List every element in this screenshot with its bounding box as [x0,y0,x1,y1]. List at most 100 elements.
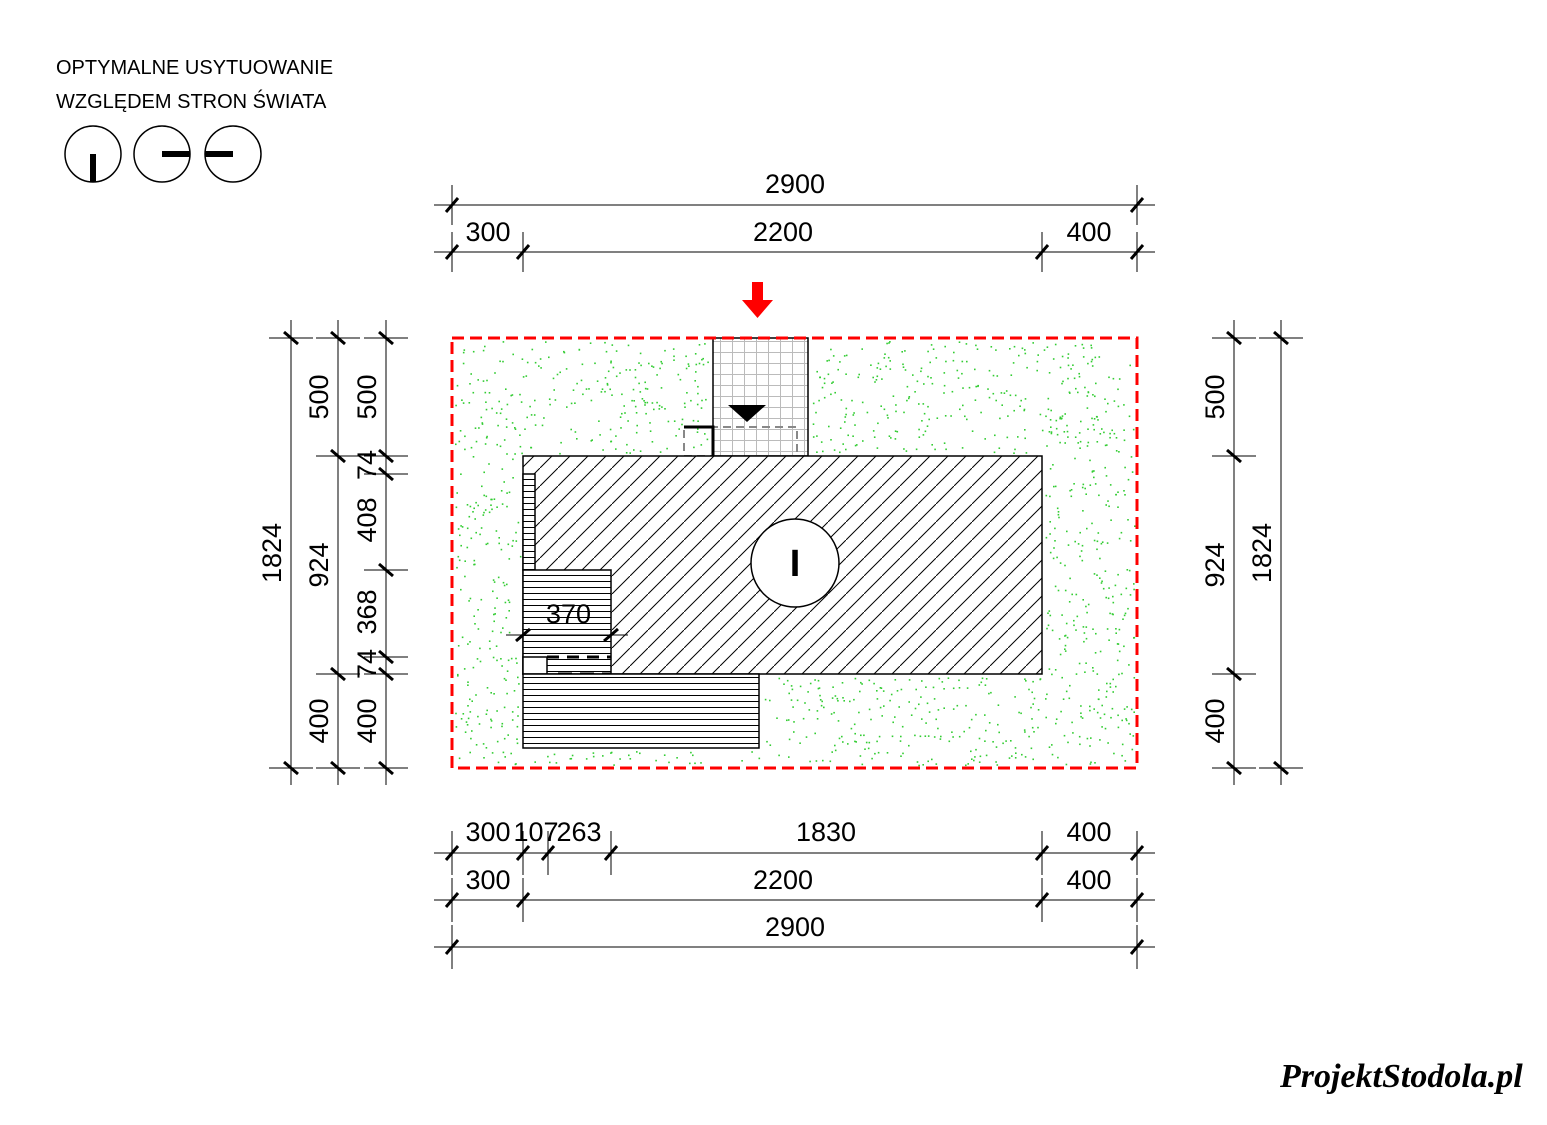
grass-dot [1123,439,1126,442]
grass-dot [1067,436,1069,438]
grass-dot [626,443,628,446]
grass-dot [816,435,818,437]
grass-dot [517,521,520,524]
grass-dot [1109,436,1111,439]
grass-dot [463,668,466,670]
grass-dot [1091,522,1093,525]
grass-dot [481,423,484,425]
grass-dot [559,452,561,455]
grass-dot [1054,527,1056,530]
grass-dot [1098,689,1100,691]
grass-dot [1095,382,1097,385]
grass-dot [1065,763,1068,766]
grass-dot [1082,347,1085,349]
grass-dot [1048,372,1051,374]
grass-dot [610,361,612,364]
grass-dot [508,558,511,560]
grass-dot [659,367,661,370]
grass-dot [853,698,855,701]
grass-dot [484,443,487,445]
grass-dot [515,657,517,660]
grass-dot [1063,431,1066,433]
grass-dot [555,762,558,764]
grass-dot [830,393,832,396]
grass-dot [1081,544,1084,547]
grass-dot [852,435,854,437]
grass-dot [1066,636,1069,639]
grass-dot [1057,511,1060,513]
grass-dot [769,699,771,702]
grass-dot [486,687,489,689]
grass-dot [639,352,642,355]
grass-dot [1098,494,1100,497]
grass-dot [858,711,860,714]
grass-dot [574,431,577,433]
grass-dot [828,425,830,428]
grass-dot [499,445,502,448]
grass-dot [519,555,522,558]
grass-dot [877,751,880,754]
grass-dot [786,719,788,722]
grass-dot [493,620,495,623]
grass-dot [1055,718,1058,720]
grass-dot [868,708,871,711]
grass-dot [937,709,940,711]
grass-dot [655,759,657,762]
grass-dot [887,356,890,359]
grass-dot [832,686,834,688]
grass-dot [996,764,999,766]
grass-dot [896,430,899,433]
grass-dot [1133,677,1136,679]
dim-top: 2200 [753,217,813,247]
grass-dot [457,645,460,647]
grass-dot [860,734,862,737]
grass-dot [466,724,469,726]
grass-dot [1025,680,1027,682]
grass-dot [1117,405,1120,408]
grass-dot [888,435,891,437]
grass-dot [1068,601,1071,603]
entrance-triangle-icon [728,405,766,422]
grass-dot [692,419,695,422]
grass-dot [502,627,504,629]
grass-dot [658,408,661,410]
grass-dot [530,414,533,416]
grass-dot [1073,377,1076,380]
grass-dot [658,404,661,407]
grass-dot [927,405,929,408]
orientation-title-line2: WZGLĘDEM STRON ŚWIATA [56,89,327,113]
grass-dot [1112,377,1115,380]
grass-dot [476,658,479,660]
grass-dot [1068,391,1071,394]
grass-dot [538,365,540,367]
grass-dot [921,420,923,422]
dim-left: 74 [352,649,382,679]
grass-dot [927,350,929,353]
grass-dot [526,416,528,419]
grass-dot [486,709,488,712]
grass-dot [1094,356,1097,359]
grass-dot [1013,452,1015,454]
grass-dot [1012,362,1015,364]
grass-dot [1109,612,1111,615]
grass-dot [1002,742,1004,745]
grass-dot [862,440,864,442]
grass-dot [1053,485,1055,488]
grass-dot [926,702,929,705]
grass-dot [922,403,925,405]
grass-dot [1086,737,1089,740]
grass-dot [1025,452,1028,454]
grass-dot [534,424,537,426]
grass-dot [1082,483,1085,486]
grass-dot [488,640,491,642]
grass-dot [995,349,997,351]
grass-dot [695,363,698,366]
grass-dot [585,758,588,760]
grass-dot [1077,543,1080,545]
grass-dot [1116,659,1119,662]
grass-dot [1059,417,1061,420]
grass-dot [930,344,933,346]
grass-dot [491,630,494,633]
grass-dot [1121,754,1123,757]
grass-dot [974,368,976,371]
